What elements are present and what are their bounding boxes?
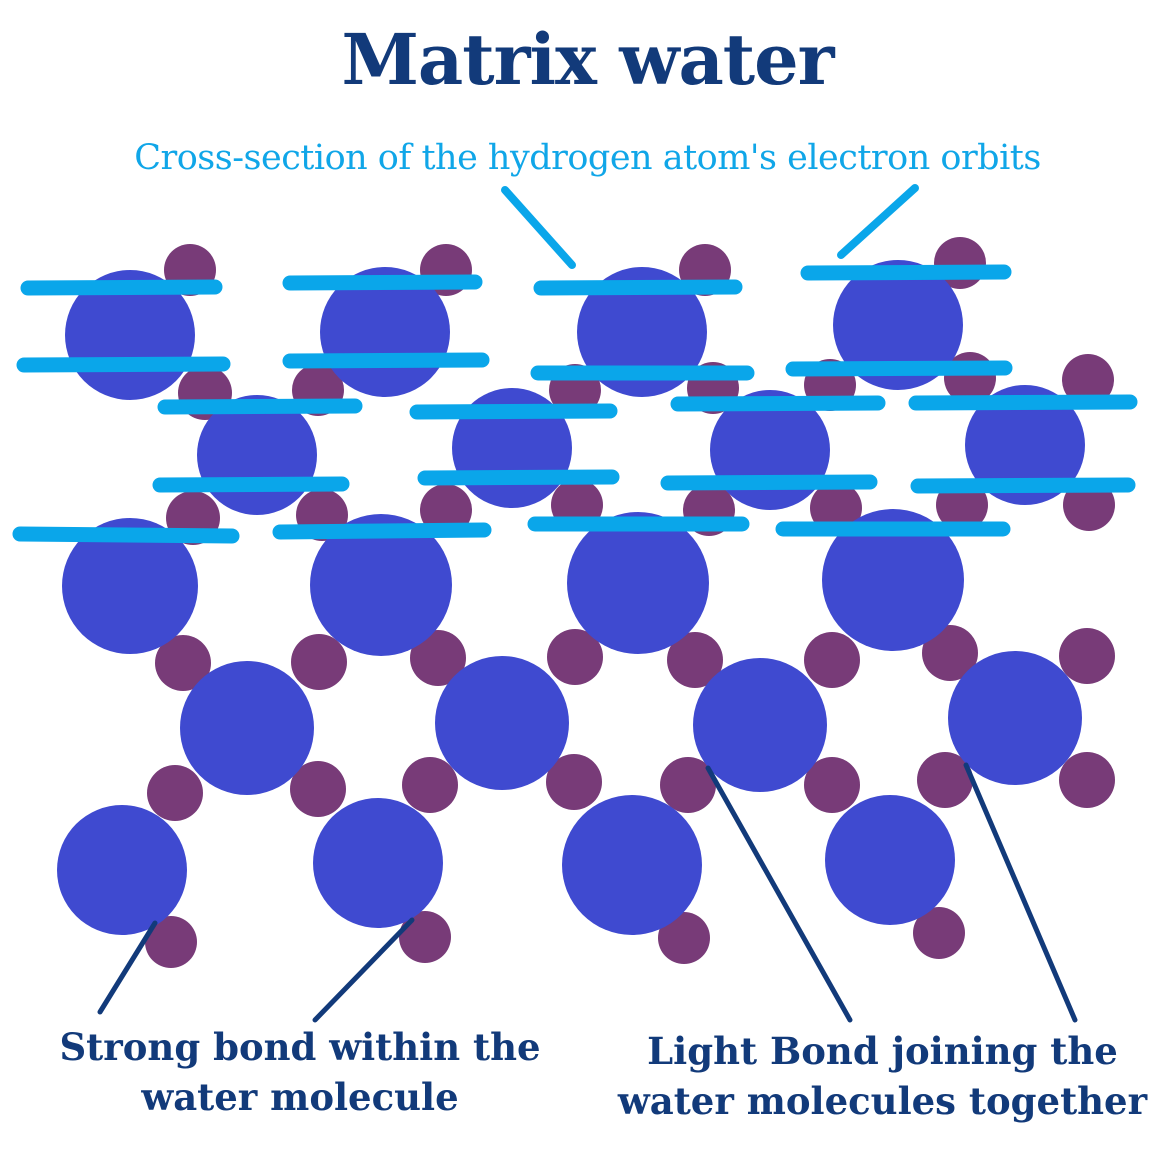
hydrogen-atom — [147, 765, 203, 821]
electron-orbit-line — [20, 279, 223, 296]
hydrogen-atom — [913, 907, 965, 959]
oxygen-atom — [822, 509, 964, 651]
strong-bond-pointer-left — [97, 920, 158, 1015]
oxygen-atom — [310, 514, 452, 656]
oxygen-atom — [562, 795, 702, 935]
electron-orbit-line — [152, 476, 350, 493]
hydrogen-atom — [402, 757, 458, 813]
electron-orbit-line — [908, 394, 1138, 411]
hydrogen-atom — [660, 757, 716, 813]
hydrogen-atom — [399, 911, 451, 963]
electron-orbit-line — [282, 352, 490, 369]
hydrogen-atom — [804, 757, 860, 813]
electron-orbit-lines — [12, 264, 1138, 544]
pointer-lines — [97, 184, 1078, 1023]
orbit-pointer-right — [837, 184, 919, 259]
oxygen-atom — [693, 658, 827, 792]
electron-orbit-line — [533, 279, 743, 296]
oxygen-atom — [825, 795, 955, 925]
hydrogen-atom — [658, 912, 710, 964]
electron-orbit-line — [409, 403, 618, 420]
orbit-annotation: Cross-section of the hydrogen atom's ele… — [134, 138, 1041, 178]
hydrogen-atom — [804, 632, 860, 688]
oxygen-atom — [62, 518, 198, 654]
oxygen-atom — [948, 651, 1082, 785]
oxygen-atom — [435, 656, 569, 790]
oxygen-atom — [577, 267, 707, 397]
light-bond-pointer-left — [705, 765, 853, 1023]
light-bond-caption: Light Bond joining the water molecules t… — [617, 1029, 1148, 1123]
hydrogen-atom — [917, 752, 973, 808]
electron-orbit-line — [785, 360, 1013, 377]
electron-orbit-line — [272, 522, 492, 540]
hydrogen-atom — [1062, 354, 1114, 406]
hydrogen-atom — [547, 629, 603, 685]
strong-bond-caption: Strong bond within the water molecule — [59, 1025, 541, 1119]
electron-orbit-line — [800, 264, 1012, 281]
electron-orbit-line — [16, 356, 231, 373]
hydrogen-atom — [291, 634, 347, 690]
oxygen-atom — [567, 512, 709, 654]
hydrogen-atom — [667, 632, 723, 688]
hydrogen-atom — [810, 482, 862, 534]
electron-orbit-line — [660, 474, 878, 491]
orbit-pointer-left — [501, 186, 576, 269]
strong-bond-pointer-right — [312, 917, 415, 1023]
oxygen-atom — [833, 260, 963, 390]
oxygen-atom — [965, 385, 1085, 505]
electron-orbit-line — [12, 526, 240, 544]
hydrogen-atom — [145, 916, 197, 968]
electron-orbit-line — [282, 274, 483, 291]
oxygen-atom — [180, 661, 314, 795]
hydrogen-atom — [1059, 628, 1115, 684]
oxygen-atom — [313, 798, 443, 928]
electron-orbit-line — [670, 395, 886, 412]
hydrogen-atom — [1059, 752, 1115, 808]
electron-orbit-line — [910, 477, 1136, 494]
hydrogen-atom — [155, 635, 211, 691]
hydrogen-atom — [546, 754, 602, 810]
electron-orbit-line — [157, 398, 363, 415]
hydrogen-atom — [290, 761, 346, 817]
hydrogen-atom — [410, 630, 466, 686]
hydrogen-atom — [922, 625, 978, 681]
diagram-title: Matrix water — [341, 18, 834, 101]
light-bond-pointer-right — [963, 762, 1078, 1023]
oxygen-atom — [57, 805, 187, 935]
electron-orbit-line — [417, 469, 620, 486]
